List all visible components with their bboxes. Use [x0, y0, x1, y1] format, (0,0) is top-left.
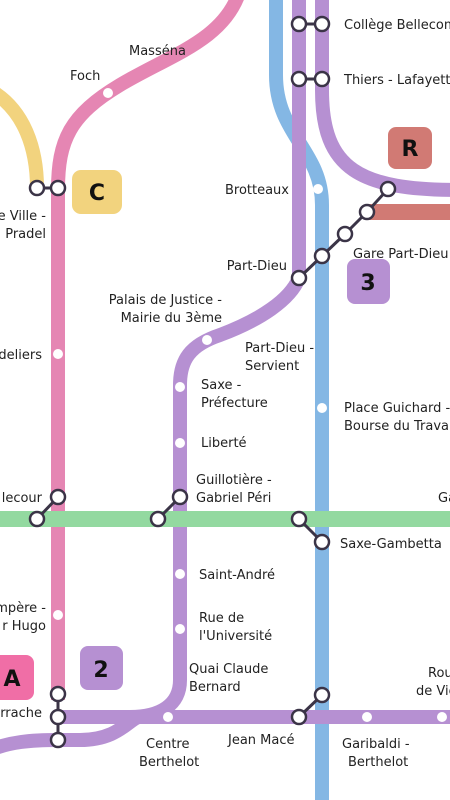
label-liberte[interactable]: Liberté	[201, 436, 247, 451]
badge-3-label: 3	[360, 271, 375, 296]
label-saxe-gambetta[interactable]: Saxe-Gambetta	[340, 537, 442, 552]
label-rue-universite-1[interactable]: Rue de	[199, 611, 244, 626]
label-saint-andre[interactable]: Saint-André	[199, 568, 275, 583]
label-route-vienne-1[interactable]: Rou	[428, 666, 450, 681]
node-saint-andre[interactable]	[175, 569, 185, 579]
badge-a-label: A	[3, 667, 20, 692]
badge-r-label: R	[402, 137, 419, 162]
node-route-vienne[interactable]	[437, 712, 447, 722]
node-guillotiere-b[interactable]	[149, 510, 167, 528]
badge-line-3[interactable]: 3	[347, 259, 390, 304]
stop-dots	[53, 62, 447, 722]
node-brotteaux[interactable]	[313, 184, 323, 194]
node-liberte[interactable]	[175, 438, 185, 448]
node-part-dieu-servient[interactable]	[268, 320, 278, 330]
line-a-pink	[51, 0, 244, 700]
label-palais-justice-1[interactable]: Palais de Justice -	[109, 293, 223, 308]
label-brotteaux[interactable]: Brotteaux	[225, 183, 289, 198]
node-perrache-a[interactable]	[49, 685, 67, 703]
node-perrache-b[interactable]	[49, 708, 67, 726]
node-saxe-gambetta-a[interactable]	[290, 510, 308, 528]
node-ampere[interactable]	[53, 610, 63, 620]
node-perrache-c[interactable]	[49, 731, 67, 749]
line-c-yellow	[0, 88, 44, 189]
badge-2-label: 2	[93, 658, 108, 683]
node-centre-berthelot[interactable]	[163, 712, 173, 722]
node-gare-part-dieu-c[interactable]	[336, 225, 354, 243]
label-ampere-2[interactable]: r Hugo	[2, 619, 46, 634]
badge-line-a[interactable]: A	[0, 655, 34, 700]
station-labels: Collège Bellecombe Thiers - Lafayette Ma…	[0, 18, 450, 770]
label-saxe-prefecture-1[interactable]: Saxe -	[201, 378, 242, 393]
node-place-guichard[interactable]	[317, 403, 327, 413]
label-quai-claude-1[interactable]: Quai Claude	[189, 662, 268, 677]
label-garibaldi-1[interactable]: Garibaldi -	[342, 737, 410, 752]
label-quai-claude-2[interactable]: Bernard	[189, 680, 241, 695]
label-gare-part-dieu[interactable]: Gare Part-Dieu	[353, 247, 448, 262]
node-hotel-de-ville-a[interactable]	[28, 179, 46, 197]
node-college-bellecombe-b[interactable]	[313, 15, 331, 33]
label-guillotiere-2[interactable]: Gabriel Péri	[196, 491, 271, 506]
node-foch[interactable]	[103, 88, 113, 98]
label-rue-universite-2[interactable]: l'Université	[199, 629, 272, 644]
label-massena[interactable]: Masséna	[129, 44, 186, 59]
node-gare-part-dieu-d[interactable]	[313, 247, 331, 265]
badge-line-2[interactable]: 2	[80, 646, 123, 690]
label-hotel-de-ville-2[interactable]: Pradel	[5, 227, 46, 242]
label-saxe-prefecture-2[interactable]: Préfecture	[201, 396, 268, 411]
label-route-vienne-2[interactable]: de Vie	[416, 684, 450, 699]
node-cordeliers[interactable]	[53, 349, 63, 359]
label-guillotiere-1[interactable]: Guillotière -	[196, 473, 272, 488]
node-guillotiere-a[interactable]	[171, 488, 189, 506]
label-part-dieu-servient-2[interactable]: Servient	[245, 359, 299, 374]
label-hotel-de-ville-1[interactable]: e Ville -	[0, 209, 46, 224]
node-bellecour-a[interactable]	[49, 488, 67, 506]
label-place-guichard-2[interactable]: Bourse du Travail	[344, 419, 450, 434]
node-jean-mace-b[interactable]	[313, 686, 331, 704]
badge-line-c[interactable]: C	[72, 170, 122, 214]
label-thiers-lafayette[interactable]: Thiers - Lafayette	[343, 73, 450, 88]
label-college-bellecombe[interactable]: Collège Bellecombe	[344, 18, 450, 33]
label-garibaldi-2[interactable]: Berthelot	[348, 755, 408, 770]
node-thiers-a[interactable]	[290, 70, 308, 88]
label-cordeliers[interactable]: deliers	[0, 348, 42, 363]
node-rue-universite[interactable]	[175, 624, 185, 634]
line-purple-bottom-left	[0, 710, 142, 754]
label-foch[interactable]: Foch	[70, 69, 100, 84]
line-b-purple	[129, 274, 306, 724]
node-part-dieu[interactable]	[290, 269, 308, 287]
node-massena[interactable]	[203, 62, 213, 72]
node-bellecour-b[interactable]	[28, 510, 46, 528]
line-d-purple-right	[315, 0, 450, 197]
label-centre-berthelot-1[interactable]: Centre	[146, 737, 189, 752]
label-perrache[interactable]: rrache	[0, 706, 42, 721]
label-ampere-1[interactable]: mpère -	[0, 601, 46, 616]
node-gare-part-dieu-b[interactable]	[358, 203, 376, 221]
node-thiers-b[interactable]	[313, 70, 331, 88]
node-jean-mace-a[interactable]	[290, 708, 308, 726]
node-garibaldi[interactable]	[362, 712, 372, 722]
label-part-dieu-servient-1[interactable]: Part-Dieu -	[245, 341, 314, 356]
label-gare-right[interactable]: Ga	[438, 491, 450, 506]
node-gare-part-dieu-a[interactable]	[379, 180, 397, 198]
badge-c-label: C	[89, 181, 105, 206]
transfer-nodes	[28, 15, 397, 749]
label-palais-justice-2[interactable]: Mairie du 3ème	[121, 311, 222, 326]
node-palais-justice[interactable]	[202, 335, 212, 345]
node-quai-claude[interactable]	[162, 672, 172, 682]
label-bellecour[interactable]: lecour	[2, 491, 43, 506]
label-place-guichard-1[interactable]: Place Guichard -	[344, 401, 450, 416]
node-saxe-gambetta-b[interactable]	[313, 533, 331, 551]
label-centre-berthelot-2[interactable]: Berthelot	[139, 755, 199, 770]
label-part-dieu[interactable]: Part-Dieu	[227, 259, 287, 274]
node-saxe-prefecture[interactable]	[175, 382, 185, 392]
label-jean-mace[interactable]: Jean Macé	[227, 733, 295, 748]
node-college-bellecombe-a[interactable]	[290, 15, 308, 33]
node-hotel-de-ville-b[interactable]	[49, 179, 67, 197]
badge-line-r[interactable]: R	[388, 127, 432, 169]
